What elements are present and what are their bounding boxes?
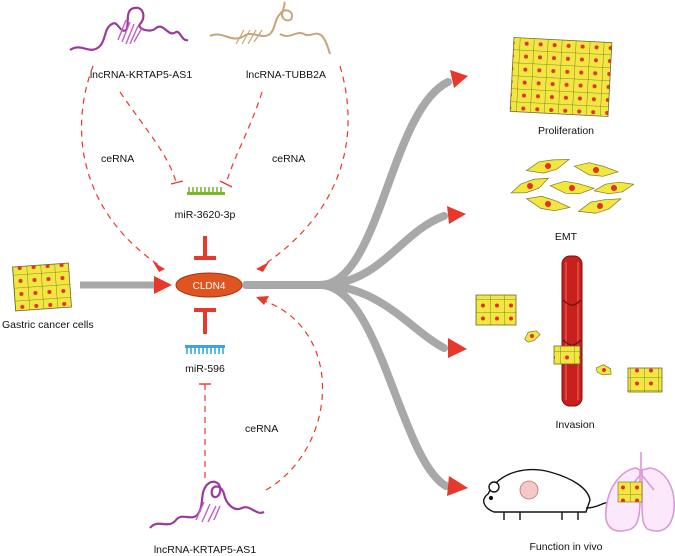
gastric-cancer-cells-label: Gastric cancer cells (2, 319, 94, 331)
cerna-arrowhead-top-right (256, 262, 269, 272)
outcome-proliferation-label: Proliferation (538, 125, 594, 137)
lncrna-top-right-label: lncRNA-TUBB2A (246, 69, 326, 81)
lncrna-top-left-label: lncRNA-KRTAP5-AS1 (90, 69, 192, 81)
branch-invasion (316, 281, 448, 352)
cerna-left-label: ceRNA (101, 153, 134, 165)
outcome-function-in-vivo-label: Function in vivo (530, 541, 603, 553)
arrowhead-emt (447, 206, 466, 224)
invasion-icon (475, 255, 663, 407)
arrowhead-invasion (448, 338, 467, 358)
mir-3620-3p-icon (187, 187, 225, 195)
arrowhead-proliferation (450, 70, 468, 88)
outcome-invasion-label: Invasion (555, 419, 594, 431)
mir-596-label: miR-596 (185, 363, 225, 375)
mir-3620-3p-label: miR-3620-3p (175, 209, 236, 221)
arrowhead-function-in-vivo (447, 476, 468, 496)
mouse-icon (483, 468, 611, 520)
outcome-emt-label: EMT (555, 231, 578, 243)
xenograft-tumor-icon (519, 480, 539, 500)
lncrna-bottom-label: lncRNA-KRTAP5-AS1 (154, 544, 256, 556)
cerna-arrowhead-top-left (153, 262, 165, 272)
lncrna-krtap5-as1-top-icon (69, 6, 189, 51)
lncrna-tubb2a-top-icon (209, 1, 331, 55)
branch-function-in-vivo (316, 281, 450, 490)
cldn4-label: CLDN4 (193, 281, 226, 292)
mir-596-icon (185, 345, 225, 354)
cerna-arrow-bottom-to-cldn4 (261, 299, 324, 491)
cerna-arrow-top-right-to-cldn4 (261, 65, 349, 267)
cerna-dashed-links (81, 65, 349, 491)
cerna-inhibit-top-left-to-mir3620 (119, 91, 177, 183)
arrow-cells-to-cldn4 (80, 276, 172, 294)
cerna-arrowhead-bottom (256, 296, 269, 305)
emt-icon (510, 159, 635, 214)
cerna-bottom-label: ceRNA (245, 423, 278, 435)
lung-icon (604, 452, 675, 532)
inhibit-mir3620-to-cldn4 (194, 236, 216, 260)
proliferation-icon (509, 37, 613, 117)
cerna-right-label: ceRNA (272, 153, 305, 165)
branch-proliferation (316, 78, 452, 289)
downstream-branches (242, 70, 468, 496)
cerna-inhibit-top-right-to-mir3620 (225, 91, 263, 185)
cerna-arrow-top-left-to-cldn4 (81, 65, 161, 267)
inhibit-mir596-to-cldn4 (194, 308, 216, 334)
gastric-cancer-cells-icon (12, 262, 72, 312)
lncrna-krtap5-as1-bottom-icon (149, 480, 265, 529)
